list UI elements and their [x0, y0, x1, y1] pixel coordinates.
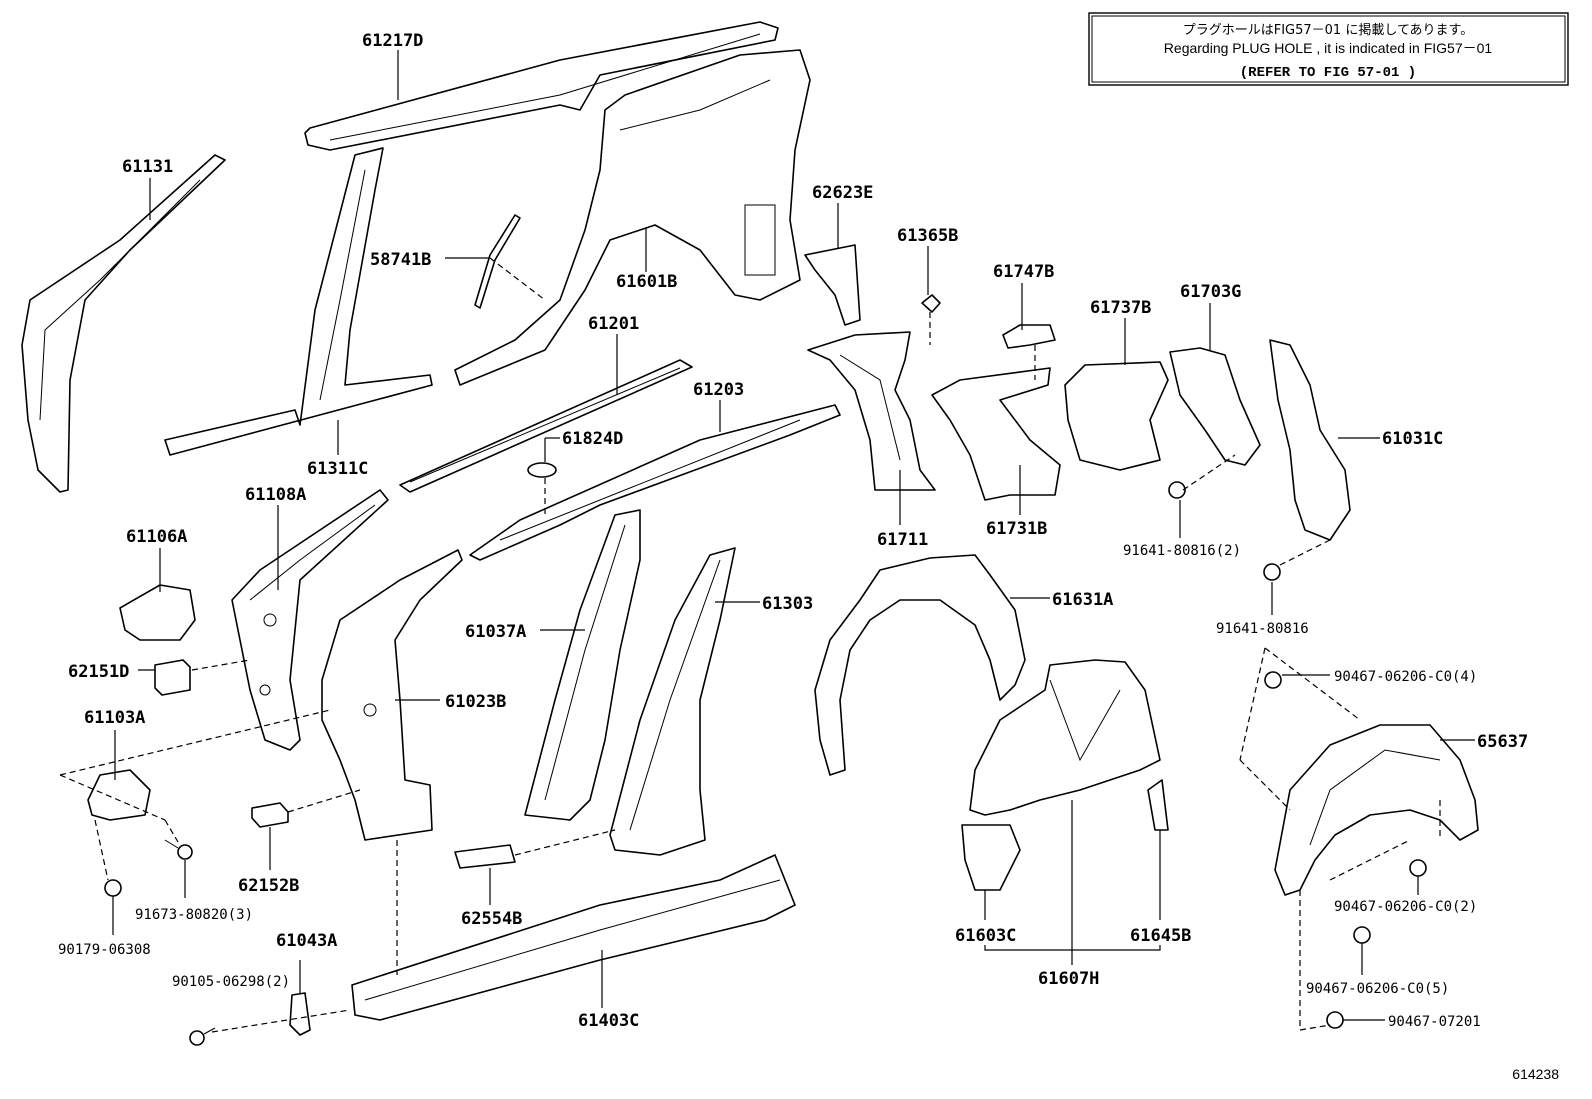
- part-61217D-shape: [304, 21, 779, 151]
- label-61824D: 61824D: [562, 429, 623, 449]
- bolt-91673: [164, 839, 193, 860]
- part-61631A-shape: [814, 554, 1026, 776]
- clip-90467-2: [1409, 859, 1427, 877]
- part-61703G-shape: [1169, 347, 1261, 466]
- label-61131: 61131: [122, 157, 173, 177]
- label-61365B: 61365B: [897, 226, 958, 246]
- note-english: Regarding PLUG HOLE , it is indicated in…: [1164, 40, 1493, 56]
- label-62623E: 62623E: [812, 183, 873, 203]
- label-61201: 61201: [588, 314, 639, 334]
- part-61731B-shape: [931, 367, 1061, 501]
- label-61601B: 61601B: [616, 272, 677, 292]
- label-61711: 61711: [877, 530, 928, 550]
- part-61311C-shape: [164, 147, 433, 456]
- label-61106A: 61106A: [126, 527, 187, 547]
- label-90467-07201: 90467-07201: [1388, 1014, 1481, 1030]
- label-61631A: 61631A: [1052, 590, 1113, 610]
- label-61043A: 61043A: [276, 931, 337, 951]
- part-61737B-shape: [1064, 361, 1169, 471]
- label-61203: 61203: [693, 380, 744, 400]
- label-91673-80820-3: 91673-80820(3): [135, 907, 253, 923]
- part-58741B-shape: [474, 214, 521, 309]
- label-61645B: 61645B: [1130, 926, 1191, 946]
- label-65637: 65637: [1477, 732, 1528, 752]
- clip-90467-5: [1353, 926, 1371, 944]
- label-61108A: 61108A: [245, 485, 306, 505]
- label-62152B: 62152B: [238, 876, 299, 896]
- note-refer: (REFER TO FIG 57-01 ): [1240, 65, 1416, 81]
- clip-90179: [104, 879, 122, 897]
- part-61824D-shape: [527, 462, 557, 478]
- leader-lines: [112, 50, 1475, 1021]
- label-61607H: 61607H: [1038, 969, 1099, 989]
- part-61108A-shape: [231, 489, 389, 751]
- part-62152B-shape: [251, 802, 289, 828]
- label-90467-06206-C0-5: 90467-06206-C0(5): [1306, 981, 1449, 997]
- part-61365B-shape: [921, 294, 941, 313]
- label-61403C: 61403C: [578, 1011, 639, 1031]
- label-61303: 61303: [762, 594, 813, 614]
- label-61031C: 61031C: [1382, 429, 1443, 449]
- part-61037A-shape: [524, 509, 641, 821]
- bolt-90105: [189, 1027, 216, 1046]
- label-61103A: 61103A: [84, 708, 145, 728]
- dashed-lines: [59, 257, 1441, 1033]
- label-90179-06308: 90179-06308: [58, 942, 151, 958]
- part-61711-shape: [807, 331, 936, 491]
- label-61311C: 61311C: [307, 459, 368, 479]
- label-90105-06298-2: 90105-06298(2): [172, 974, 290, 990]
- part-62623E-shape: [804, 244, 861, 326]
- label-61037A: 61037A: [465, 622, 526, 642]
- label-61731B: 61731B: [986, 519, 1047, 539]
- part-61645B-shape: [1147, 779, 1169, 831]
- part-61203-shape: [469, 404, 841, 561]
- part-61023B-shape: [321, 549, 463, 841]
- label-90467-06206-C0-4: 90467-06206-C0(4): [1334, 669, 1477, 685]
- part-65637-shape: [1274, 724, 1479, 896]
- label-61737B: 61737B: [1090, 298, 1151, 318]
- part-61103A-shape: [87, 769, 151, 821]
- part-61201-shape: [399, 359, 693, 493]
- part-61601B-shape: [454, 49, 811, 386]
- part-61131-shape: [21, 154, 226, 493]
- part-61043A-shape: [289, 992, 311, 1036]
- clip-90467-07201: [1326, 1011, 1344, 1029]
- label-61603C: 61603C: [955, 926, 1016, 946]
- figure-id: 614238: [1512, 1066, 1559, 1082]
- part-61607H-shape: [969, 659, 1161, 816]
- label-61703G: 61703G: [1180, 282, 1241, 302]
- clip-90467-4: [1264, 671, 1282, 689]
- label-61023B: 61023B: [445, 692, 506, 712]
- label-90467-06206-C0-2: 90467-06206-C0(2): [1334, 899, 1477, 915]
- bolt-91641: [1263, 563, 1281, 581]
- part-61031C-shape: [1269, 339, 1351, 541]
- label-62151D: 62151D: [68, 662, 129, 682]
- label-91641-80816: 91641-80816: [1216, 621, 1309, 637]
- label-62554B: 62554B: [461, 909, 522, 929]
- bolt-91641-2: [1168, 481, 1186, 499]
- part-62554B-shape: [454, 844, 516, 869]
- part-61603C-shape: [961, 824, 1021, 891]
- label-91641-80816-2: 91641-80816(2): [1123, 543, 1241, 559]
- part-61106A-shape: [119, 584, 196, 641]
- part-labels: 61217D 61131 62623E 58741B 61601B 61365B…: [58, 31, 1528, 1031]
- reference-note: プラグホールはFIG57－01 に掲載してあります。 Regarding PLU…: [1088, 12, 1569, 86]
- part-61303-shape: [609, 547, 736, 856]
- part-drawings: [21, 21, 1479, 1046]
- label-61217D: 61217D: [362, 31, 423, 51]
- note-japanese: プラグホールはFIG57－01 に掲載してあります。: [1183, 22, 1474, 38]
- part-62151D-shape: [154, 659, 191, 696]
- label-58741B: 58741B: [370, 250, 431, 270]
- part-61747B-shape: [1002, 324, 1056, 349]
- part-61403C-shape: [351, 854, 796, 1021]
- label-61747B: 61747B: [993, 262, 1054, 282]
